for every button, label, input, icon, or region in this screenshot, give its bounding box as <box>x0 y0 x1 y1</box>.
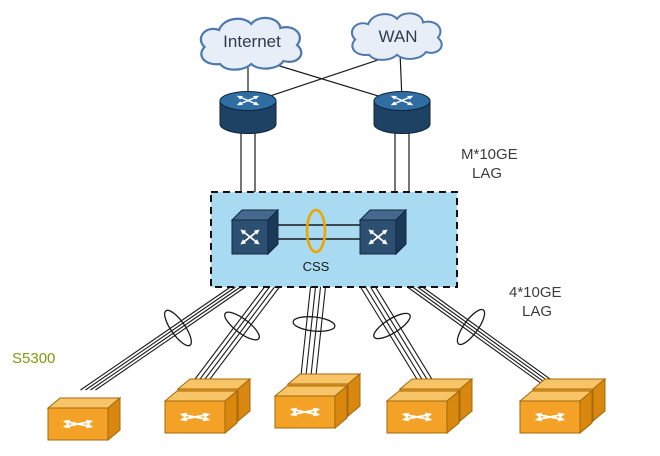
lag-ring-1 <box>164 309 192 347</box>
router-1 <box>220 92 276 134</box>
bundle-1 <box>80 286 246 391</box>
css-interlinks <box>270 224 360 240</box>
access-switch-group-1 <box>48 398 120 440</box>
bundle-3 <box>299 286 327 381</box>
access-switch <box>387 391 459 433</box>
css-label: CSS <box>303 259 330 274</box>
css-stack-ring <box>305 208 327 254</box>
uplink-lag-label-line1: M*10GE <box>461 146 518 163</box>
access-switch <box>520 391 592 433</box>
internet-label: Internet <box>223 32 281 51</box>
core-switch-1 <box>232 210 278 254</box>
lag-ring-4 <box>373 312 411 340</box>
bundle-5 <box>407 286 563 389</box>
access-switch-group-2 <box>165 379 250 433</box>
uplink-lag-label-line2: LAG <box>472 165 502 182</box>
access-switch <box>275 386 347 428</box>
access-switch <box>165 391 237 433</box>
s5300-model-label: S5300 <box>12 350 55 367</box>
access-switch-group-3 <box>275 374 360 428</box>
lag-ring-5 <box>456 308 486 346</box>
access-switch-group-4 <box>387 379 472 433</box>
bundle-2 <box>190 286 280 386</box>
lag-ring-2 <box>224 311 260 341</box>
router-to-css-links <box>240 128 410 193</box>
access-switch-group-5 <box>520 379 605 433</box>
router-2 <box>374 92 430 134</box>
bundle-4 <box>360 286 436 386</box>
lag-ring-3 <box>292 316 336 332</box>
wan-label: WAN <box>378 27 417 46</box>
lag-group-rings <box>164 308 486 347</box>
downlink-lag-label-line2: LAG <box>522 303 552 320</box>
downlink-lag-label-line1: 4*10GE <box>509 284 562 301</box>
core-switch-2 <box>360 210 406 254</box>
downlink-bundles <box>80 286 563 391</box>
access-switch <box>48 398 120 440</box>
